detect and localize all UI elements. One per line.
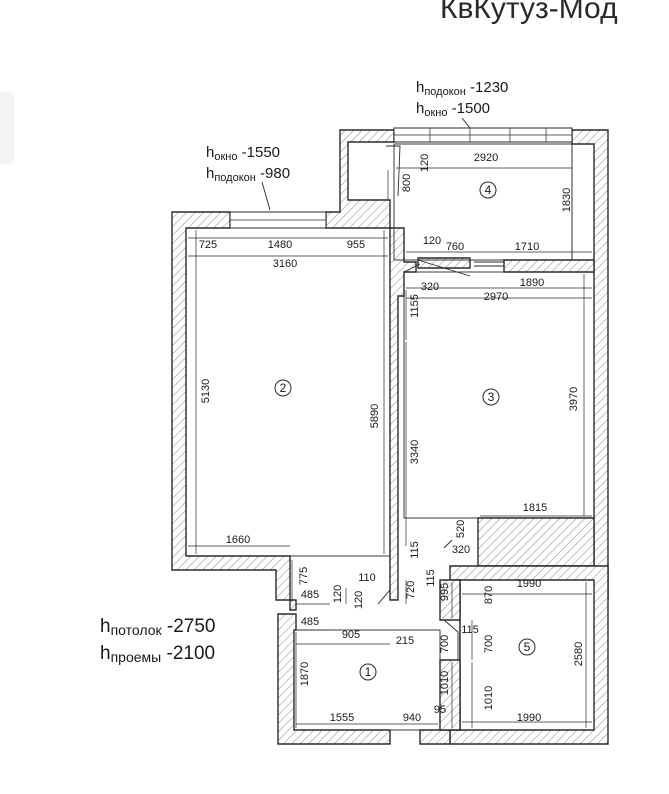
dim-label: 320 bbox=[452, 544, 470, 556]
room-number-4: 4 bbox=[485, 183, 492, 197]
dim-label: 1870 bbox=[299, 662, 311, 686]
leader-left-window bbox=[261, 181, 271, 211]
dim-label: 955 bbox=[347, 239, 365, 251]
dim-label: 320 bbox=[421, 281, 439, 293]
dim-label: 215 bbox=[396, 635, 414, 647]
svg-text:hокно -1550: hокно -1550 bbox=[206, 144, 280, 163]
dim-label: 995 bbox=[439, 583, 451, 601]
note-window-top: hподокон -1230 hокно -1500 bbox=[416, 79, 508, 119]
dim-label: 1010 bbox=[439, 671, 451, 695]
dim-label: 1830 bbox=[561, 188, 573, 212]
room-number-2: 2 bbox=[280, 381, 287, 395]
svg-text:hподокон -980: hподокон -980 bbox=[206, 165, 290, 184]
dim-label: 1155 bbox=[409, 294, 421, 318]
dim-label: 95 bbox=[434, 704, 446, 716]
dim-label: 720 bbox=[405, 581, 417, 599]
leader-top-window bbox=[461, 117, 471, 129]
dim-label: 1555 bbox=[330, 712, 354, 724]
dim-label: 760 bbox=[446, 241, 464, 253]
dim-label: 115 bbox=[425, 569, 437, 587]
room-marker-2 bbox=[274, 379, 292, 397]
dim-label: 2970 bbox=[484, 291, 508, 303]
dim-label: 1710 bbox=[515, 241, 539, 253]
dim-label: 1890 bbox=[520, 277, 544, 289]
room-marker-4 bbox=[479, 181, 497, 199]
dim-label: 110 bbox=[358, 572, 376, 584]
dim-label: 870 bbox=[483, 586, 495, 604]
side-panel-handle[interactable] bbox=[0, 92, 14, 164]
dim-label: 115 bbox=[461, 624, 479, 636]
dim-label: 3340 bbox=[409, 440, 421, 464]
plan-title: КвКутуз-Мод bbox=[440, 0, 618, 25]
dimension-labels: 2920 800 120 1830 725 1480 955 3160 120 … bbox=[199, 152, 585, 724]
dim-label: 1990 bbox=[517, 578, 541, 590]
dim-label: 5890 bbox=[369, 404, 381, 428]
dim-label: 2920 bbox=[474, 152, 498, 164]
dim-label: 1010 bbox=[483, 686, 495, 710]
dim-label: 725 bbox=[199, 239, 217, 251]
dim-label: 700 bbox=[483, 635, 495, 653]
svg-text:hпотолок -2750: hпотолок -2750 bbox=[100, 616, 215, 638]
dim-label: 5130 bbox=[200, 379, 212, 403]
dimension-lines bbox=[188, 146, 592, 728]
svg-text:hпроемы -2100: hпроемы -2100 bbox=[100, 643, 215, 665]
dim-label: 485 bbox=[301, 589, 319, 601]
room-marker-5 bbox=[518, 638, 536, 656]
dim-label: 800 bbox=[401, 174, 413, 192]
room-number-5: 5 bbox=[524, 640, 531, 654]
dim-label: 1660 bbox=[226, 534, 250, 546]
windows bbox=[229, 127, 573, 267]
dim-label: 115 bbox=[409, 541, 421, 559]
dim-label: 700 bbox=[439, 635, 451, 653]
svg-text:hподокон -1230: hподокон -1230 bbox=[416, 79, 508, 98]
dim-label: 1480 bbox=[268, 239, 292, 251]
dim-label: 120 bbox=[419, 154, 431, 172]
dim-label: 940 bbox=[403, 712, 421, 724]
dim-label: 485 bbox=[301, 616, 319, 628]
dim-label: 120 bbox=[423, 235, 441, 247]
dim-label: 1815 bbox=[523, 502, 547, 514]
door-swings bbox=[377, 145, 471, 660]
dim-label: 520 bbox=[455, 520, 467, 538]
dim-label: 3160 bbox=[273, 258, 297, 270]
svg-text:hокно -1500: hокно -1500 bbox=[416, 100, 490, 119]
room-markers: 1 2 3 4 5 bbox=[274, 181, 536, 681]
dim-label: 3970 bbox=[568, 387, 580, 411]
dim-label: 2580 bbox=[573, 642, 585, 666]
room-marker-1 bbox=[359, 663, 377, 681]
room-number-1: 1 bbox=[365, 665, 372, 679]
dim-label: 120 bbox=[353, 591, 365, 609]
note-window-left: hокно -1550 hподокон -980 bbox=[206, 144, 290, 184]
dim-label: 120 bbox=[332, 585, 344, 603]
room-number-3: 3 bbox=[488, 390, 495, 404]
dim-label: 905 bbox=[342, 629, 360, 641]
dim-label: 1990 bbox=[517, 712, 541, 724]
note-heights: hпотолок -2750 hпроемы -2100 bbox=[100, 616, 215, 665]
dim-label: 775 bbox=[298, 567, 310, 585]
room-marker-3 bbox=[482, 388, 500, 406]
